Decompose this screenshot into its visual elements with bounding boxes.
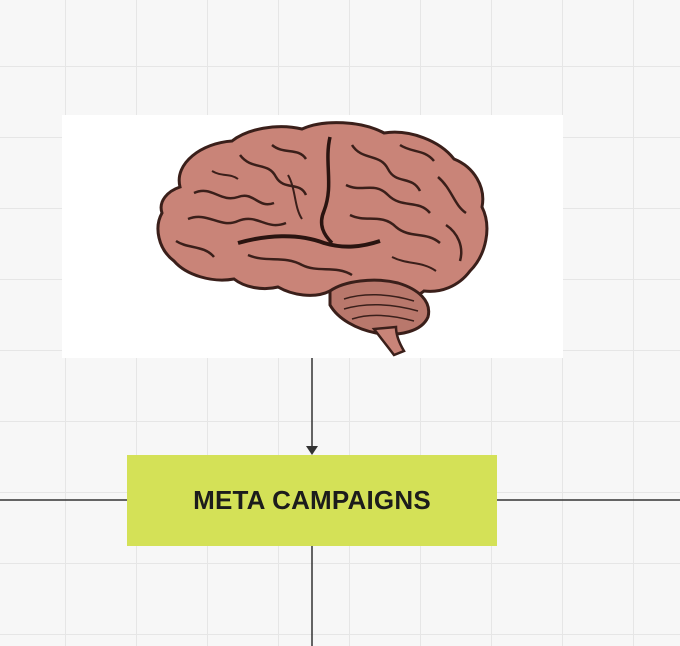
meta-campaigns-node[interactable]: META CAMPAIGNS — [127, 455, 497, 546]
meta-campaigns-label: META CAMPAIGNS — [193, 485, 431, 515]
brain-icon — [156, 121, 489, 357]
brain-image-card[interactable] — [62, 115, 563, 358]
arrowhead-icon — [306, 446, 318, 455]
